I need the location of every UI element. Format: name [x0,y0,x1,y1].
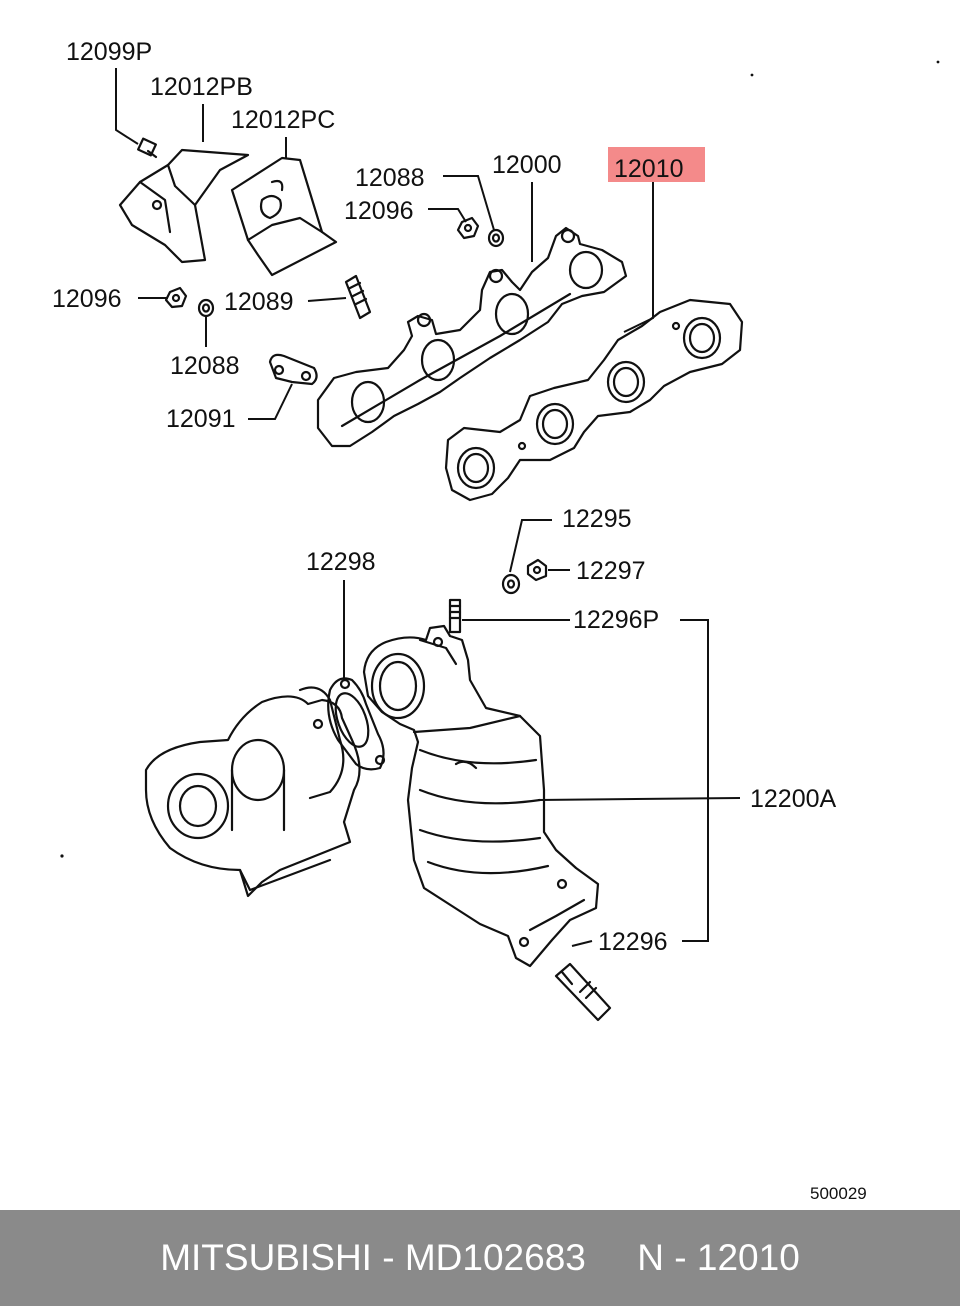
brand-name: MITSUBISHI [160,1237,372,1278]
catalytic-converter-12200A[interactable] [362,624,600,968]
nut-12096-left[interactable] [164,286,188,309]
leader-lines [115,68,741,947]
label-12296P[interactable]: 12296P [573,606,659,634]
nut-12096-top[interactable] [456,216,480,240]
label-12296[interactable]: 12296 [598,928,668,956]
diagram-code: 500029 [810,1184,867,1203]
stray-dot-left [60,854,64,858]
label-12096-left[interactable]: 12096 [52,285,122,313]
footer-gap [586,1237,637,1279]
stray-dot-right [936,60,940,64]
stud-12296[interactable] [554,962,612,1022]
label-12088-top[interactable]: 12088 [355,164,425,192]
label-12010[interactable]: 12010 [614,155,684,183]
washer-12295[interactable] [501,573,521,595]
label-12200A[interactable]: 12200A [750,785,837,813]
ref-number: 12010 [696,1237,800,1278]
label-12297[interactable]: 12297 [576,557,646,585]
bracket-12091[interactable] [268,353,318,386]
label-12298[interactable]: 12298 [306,548,376,576]
heat-shield-12012PC[interactable] [230,156,338,277]
stud-12089[interactable] [344,274,372,320]
label-12091[interactable]: 12091 [166,405,236,433]
label-12088-left[interactable]: 12088 [170,352,240,380]
heat-shield-12012PB[interactable] [118,148,250,264]
stray-dot-top [750,73,754,77]
label-12012PB[interactable]: 12012PB [150,73,253,101]
label-12000[interactable]: 12000 [492,151,562,179]
gasket-12010[interactable] [444,298,744,502]
footer-bar: MITSUBISHI - MD102683 N - 12010 [0,1210,960,1306]
gasket-12298[interactable] [327,677,386,771]
label-12295[interactable]: 12295 [562,505,632,533]
footer-separator-2: - [664,1237,697,1278]
label-12096-top[interactable]: 12096 [344,197,414,225]
turbocharger [144,686,361,898]
nut-12297[interactable] [526,558,548,582]
label-12012PC[interactable]: 12012PC [231,106,335,134]
part-number: MD102683 [404,1237,586,1278]
label-12089[interactable]: 12089 [224,288,294,316]
exhaust-manifold-12000[interactable] [316,226,628,448]
washer-12088-left[interactable] [197,298,215,318]
label-12099P[interactable]: 12099P [66,38,152,66]
footer-separator: - [371,1237,405,1278]
ref-prefix: N [637,1237,664,1278]
washer-12088-top[interactable] [487,228,505,248]
stud-12296P[interactable] [448,598,462,634]
exploded-parts-diagram: 12099P 12012PB 12012PC 12088 12096 12000… [52,38,940,1203]
highlight-12010 [608,147,705,182]
bolt-12099P[interactable] [137,137,158,159]
